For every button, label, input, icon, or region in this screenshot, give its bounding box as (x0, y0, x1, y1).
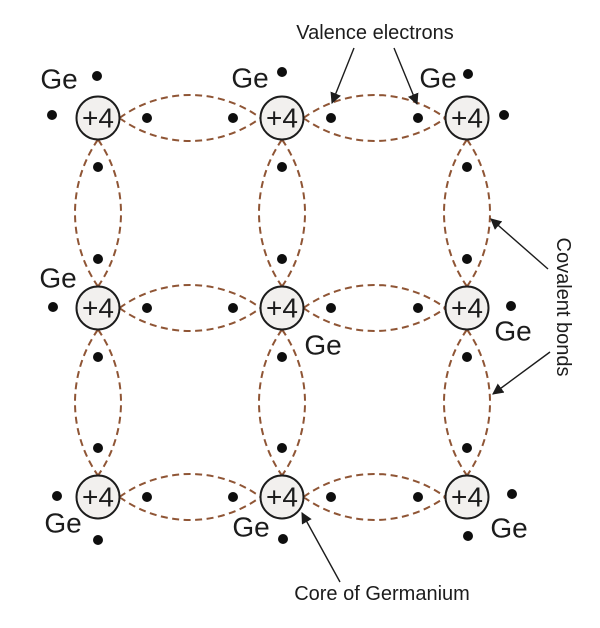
valence-electron-dot (499, 110, 509, 120)
valence-electron-dot (326, 113, 336, 123)
valence-electrons-label: Valence electrons (296, 22, 454, 44)
atom-core-charge-label: +4 (82, 482, 114, 513)
atom-core-circle (259, 95, 305, 141)
covalent-bond-ellipse (74, 328, 122, 477)
valence-electron-dot (413, 303, 423, 313)
covalent-bond-ellipse (118, 94, 262, 142)
covalent-bonds-layer (74, 94, 491, 521)
valence-electron-dot (93, 535, 103, 545)
valence-electron-dot (326, 303, 336, 313)
valence-electron-dot (228, 303, 238, 313)
covalent-bond-ellipse (302, 94, 447, 142)
annotation-arrow (492, 351, 551, 395)
atom-core-circle (75, 474, 121, 520)
valence-electron-dot (463, 69, 473, 79)
annotation-arrow (301, 512, 341, 583)
element-symbol-label: Ge (490, 513, 527, 544)
valence-electron-dot (277, 443, 287, 453)
atom-core-charge-label: +4 (266, 482, 298, 513)
element-symbol-label: Ge (304, 330, 341, 361)
valence-electron-dot (277, 352, 287, 362)
covalent-bond-ellipse (443, 138, 491, 288)
valence-electron-dot (93, 162, 103, 172)
atom-cores-layer: +4Ge+4Ge+4Ge+4Ge+4Ge+4Ge+4Ge+4Ge+4Ge (39, 63, 531, 544)
valence-electron-dot (462, 162, 472, 172)
covalent-bond-ellipse (443, 328, 491, 477)
valence-electron-dot (506, 301, 516, 311)
covalent-bond-ellipse (302, 284, 447, 332)
valence-electron-dot (93, 254, 103, 264)
annotation-arrow (330, 47, 355, 105)
atom-core-circle (259, 285, 305, 331)
covalent-bond-ellipse (302, 473, 447, 521)
atom-core-charge-label: +4 (266, 103, 298, 134)
valence-electron-dot (52, 491, 62, 501)
core-of-germanium-label: Core of Germanium (294, 583, 470, 605)
valence-electron-dot (48, 302, 58, 312)
valence-electron-dot (228, 492, 238, 502)
atom-core-circle (444, 95, 490, 141)
valence-electron-dot (92, 71, 102, 81)
valence-electron-dot (277, 162, 287, 172)
element-symbol-label: Ge (44, 508, 81, 539)
annotation-arrow (393, 47, 419, 106)
atom-core-circle (259, 474, 305, 520)
atom-core-circle (75, 285, 121, 331)
covalent-bond-ellipse (74, 138, 122, 288)
covalent-bond-ellipse (118, 473, 262, 521)
atom-core-charge-label: +4 (451, 482, 483, 513)
atom-core-circle (444, 474, 490, 520)
element-symbol-label: Ge (232, 512, 269, 543)
electrons-layer (47, 67, 517, 545)
valence-electron-dot (462, 352, 472, 362)
valence-electron-dot (142, 492, 152, 502)
covalent-bond-ellipse (118, 284, 262, 332)
covalent-bond-ellipse (258, 138, 306, 288)
valence-electron-dot (278, 534, 288, 544)
valence-electron-dot (142, 303, 152, 313)
atom-core-circle (444, 285, 490, 331)
atom-core-charge-label: +4 (451, 293, 483, 324)
annotation-arrow (490, 218, 549, 270)
annotation-arrows-layer (301, 47, 551, 583)
atom-core-charge-label: +4 (451, 103, 483, 134)
element-symbol-label: Ge (40, 64, 77, 95)
atom-core-charge-label: +4 (266, 293, 298, 324)
element-symbol-label: Ge (231, 63, 268, 94)
valence-electron-dot (277, 67, 287, 77)
atom-core-charge-label: +4 (82, 293, 114, 324)
valence-electron-dot (277, 254, 287, 264)
valence-electron-dot (462, 443, 472, 453)
valence-electron-dot (413, 492, 423, 502)
valence-electron-dot (462, 254, 472, 264)
atom-core-charge-label: +4 (82, 103, 114, 134)
valence-electron-dot (142, 113, 152, 123)
valence-electron-dot (47, 110, 57, 120)
covalent-bond-ellipse (258, 328, 306, 477)
valence-electron-dot (93, 352, 103, 362)
atom-core-circle (75, 95, 121, 141)
element-symbol-label: Ge (494, 316, 531, 347)
valence-electron-dot (507, 489, 517, 499)
valence-electron-dot (93, 443, 103, 453)
valence-electron-dot (228, 113, 238, 123)
valence-electron-dot (413, 113, 423, 123)
covalent-bonds-label: Covalent bonds (552, 238, 574, 377)
valence-electron-dot (326, 492, 336, 502)
element-symbol-label: Ge (419, 63, 456, 94)
valence-electron-dot (463, 531, 473, 541)
element-symbol-label: Ge (39, 263, 76, 294)
